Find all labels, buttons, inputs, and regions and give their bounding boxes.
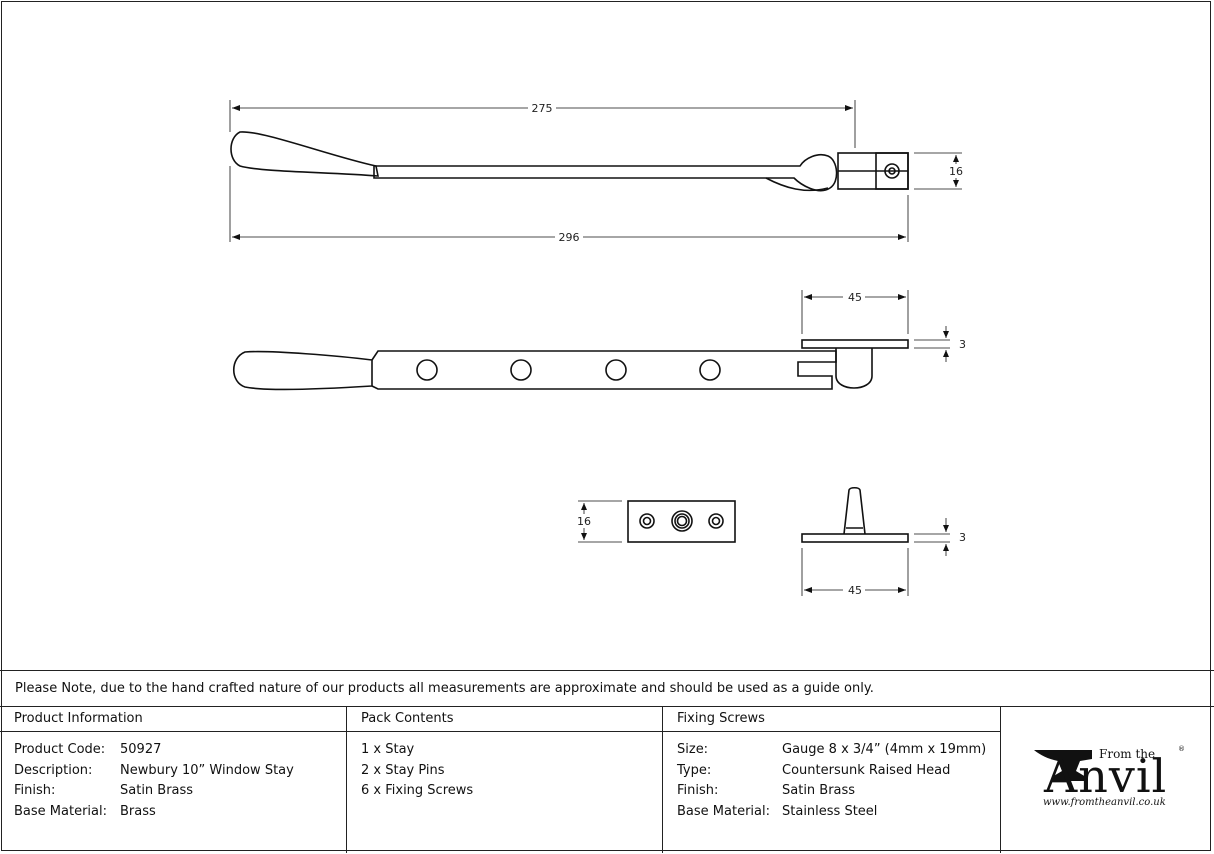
- description-value: Newbury 10” Window Stay: [120, 762, 294, 778]
- dimension-275: 275: [532, 102, 553, 115]
- finish-value: Satin Brass: [120, 783, 194, 798]
- pack-item: 1 x Stay: [347, 740, 662, 761]
- row-label: Description:: [14, 762, 93, 778]
- description-row: Description: Newbury 10” Window Stay: [0, 761, 346, 782]
- screw-material-value: Stainless Steel: [782, 803, 878, 819]
- anvil-silhouette-icon: [1034, 750, 1092, 781]
- side-view-stay: [232, 339, 909, 391]
- pack-item-text: 2 x Stay Pins: [361, 762, 445, 778]
- row-label: Base Material:: [677, 803, 770, 819]
- pack-item: 2 x Stay Pins: [347, 761, 662, 782]
- row-label: Finish:: [14, 783, 56, 798]
- product-drawing: 275 16 296 45 3 16 3 45: [229, 100, 967, 597]
- product-code-row: Product Code: 50927: [0, 740, 346, 761]
- pack-contents-column: Pack Contents 1 x Stay 2 x Stay Pins 6 x…: [347, 707, 663, 853]
- pack-item: 6 x Fixing Screws: [347, 781, 662, 802]
- pack-item-text: 6 x Fixing Screws: [361, 783, 474, 798]
- logo-url: www.fromtheanvil.co.uk: [1043, 797, 1166, 808]
- row-label: Product Code:: [14, 742, 106, 757]
- row-label: Finish:: [677, 783, 719, 798]
- dimension-45-pin: 45: [848, 584, 862, 597]
- top-view-stay: [230, 131, 909, 192]
- row-label: Type:: [677, 762, 712, 778]
- pack-item-text: 1 x Stay: [361, 742, 415, 757]
- logo-from-the: From the: [1099, 747, 1156, 761]
- fixing-screws-heading: Fixing Screws: [663, 707, 1000, 732]
- dimension-3-pin: 3: [959, 531, 966, 544]
- row-label: Base Material:: [14, 803, 107, 819]
- screw-material-row: Base Material: Stainless Steel: [663, 802, 1000, 823]
- screw-finish-value: Satin Brass: [782, 783, 856, 798]
- screw-size-value: Gauge 8 x 3/4” (4mm x 19mm): [782, 742, 987, 757]
- finish-row: Finish: Satin Brass: [0, 781, 346, 802]
- screw-size-row: Size: Gauge 8 x 3/4” (4mm x 19mm): [663, 740, 1000, 761]
- screw-type-row: Type: Countersunk Raised Head: [663, 761, 1000, 782]
- screw-type-value: Countersunk Raised Head: [782, 762, 951, 778]
- row-label: Size:: [677, 742, 709, 757]
- info-table: Product Information Product Code: 50927 …: [0, 707, 1214, 853]
- fixing-screws-column: Fixing Screws Size: Gauge 8 x 3/4” (4mm …: [663, 707, 1001, 853]
- stay-pin-plate: [801, 486, 909, 543]
- pack-contents-heading: Pack Contents: [347, 707, 662, 732]
- product-information-column: Product Information Product Code: 50927 …: [0, 707, 347, 853]
- keep-plate: [627, 500, 736, 543]
- base-material-row: Base Material: Brass: [0, 802, 346, 823]
- dimension-45-side: 45: [848, 291, 862, 304]
- logo-anvil-wordmark: Anvil: [1044, 749, 1168, 803]
- dimension-16-top: 16: [949, 165, 963, 178]
- from-the-anvil-logo: From the ® Anvil www.fromtheanvil.co.uk: [1000, 707, 1212, 853]
- dimension-3-side: 3: [959, 338, 966, 351]
- measurement-note: Please Note, due to the hand crafted nat…: [0, 670, 1214, 707]
- dimension-296: 296: [559, 231, 580, 244]
- base-material-value: Brass: [120, 803, 156, 819]
- pin-plate-dimension-lines: [801, 518, 950, 596]
- product-code-value: 50927: [120, 742, 162, 757]
- screw-finish-row: Finish: Satin Brass: [663, 781, 1000, 802]
- dimension-16-plate: 16: [577, 515, 591, 528]
- product-information-heading: Product Information: [0, 707, 346, 732]
- logo-registered-mark: ®: [1178, 745, 1185, 753]
